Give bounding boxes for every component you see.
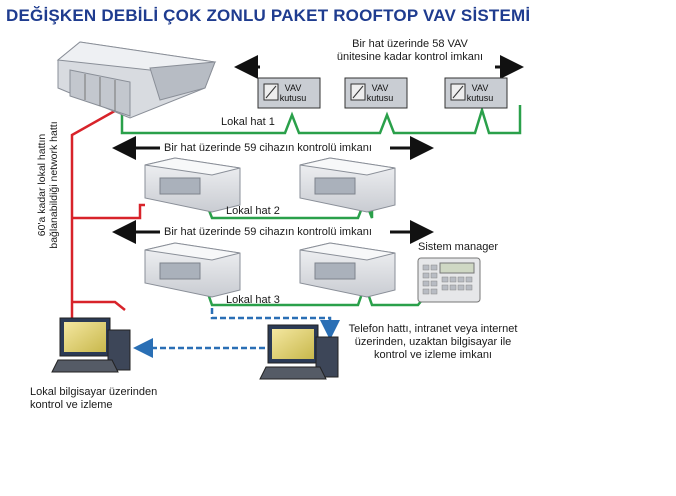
remote-access-text: Telefon hattı, intranet veya internet üz… bbox=[348, 323, 518, 361]
devices-capacity-text-2: Bir hat üzerinde 59 cihazın kontrolü imk… bbox=[164, 226, 372, 238]
rooftop-unit-row3-a bbox=[144, 242, 241, 298]
rooftop-unit-row3-b bbox=[299, 242, 396, 298]
rooftop-unit-row2-b bbox=[299, 157, 396, 213]
system-manager-label: Sistem manager bbox=[418, 241, 499, 253]
page-title: DEĞİŞKEN DEBİLİ ÇOK ZONLU PAKET ROOFTOP … bbox=[6, 6, 531, 25]
capacity-arrows bbox=[112, 55, 524, 244]
vav-box-1 bbox=[257, 77, 321, 109]
vav-capacity-text: Bir hat üzerinde 58 VAV ünitesine kadar … bbox=[336, 38, 484, 63]
local-line-3-label: Lokal hat 3 bbox=[226, 294, 280, 306]
network-line-vertical-text: 60'a kadar lokal hattın bağlanabildiği n… bbox=[36, 121, 60, 249]
rooftop-unit-row2-a bbox=[144, 157, 241, 213]
local-computer bbox=[51, 317, 131, 373]
local-line-2-label: Lokal hat 2 bbox=[226, 205, 280, 217]
system-manager-device bbox=[417, 257, 481, 303]
remote-line bbox=[133, 308, 340, 358]
vav-box-2 bbox=[344, 77, 408, 109]
vav-box-3 bbox=[444, 77, 508, 109]
rooftop-unit-large bbox=[56, 41, 217, 119]
remote-computer bbox=[259, 324, 339, 380]
network-line bbox=[70, 106, 145, 352]
local-line-1-label: Lokal hat 1 bbox=[221, 116, 275, 128]
devices-capacity-text-1: Bir hat üzerinde 59 cihazın kontrolü imk… bbox=[164, 142, 372, 154]
local-pc-text: Lokal bilgisayar üzerinden kontrol ve iz… bbox=[30, 386, 158, 411]
